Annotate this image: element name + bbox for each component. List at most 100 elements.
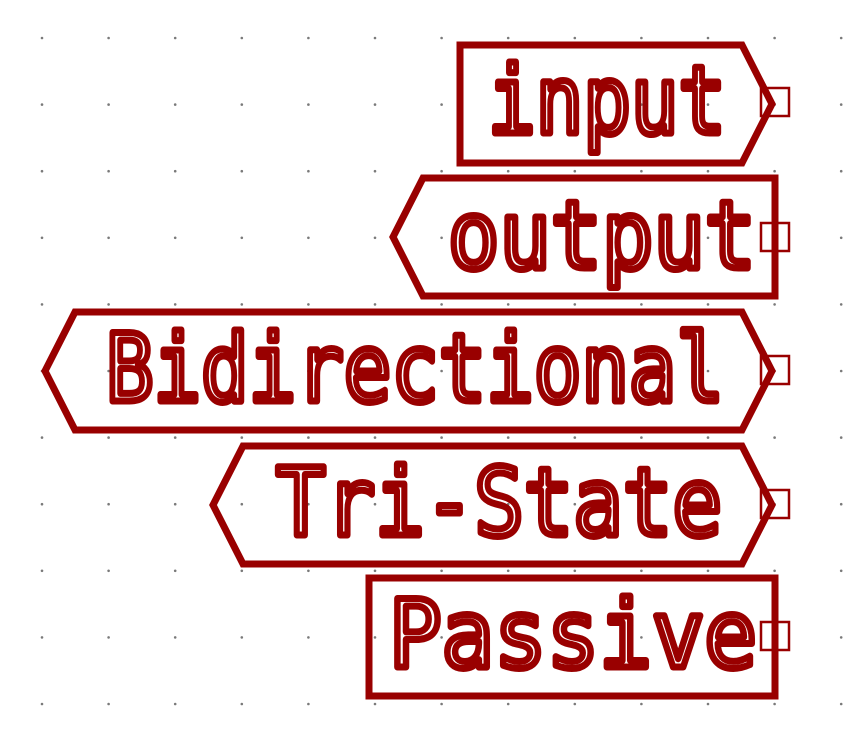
grid-dot bbox=[706, 702, 710, 706]
grid-dot bbox=[573, 436, 577, 439]
grid-dot bbox=[506, 502, 510, 506]
pin-connector-input[interactable] bbox=[759, 86, 791, 118]
pin-connector-output[interactable] bbox=[759, 221, 791, 253]
grid-dot bbox=[573, 236, 577, 240]
grid-dot bbox=[440, 369, 443, 373]
grid-dot bbox=[240, 502, 244, 506]
grid-dot bbox=[440, 236, 443, 240]
grid-dot bbox=[373, 36, 377, 40]
grid-dot bbox=[307, 36, 310, 40]
grid-dot bbox=[173, 303, 177, 306]
grid-dot bbox=[240, 103, 244, 106]
grid-dot bbox=[307, 502, 310, 506]
grid-dot bbox=[706, 436, 710, 439]
label-passive[interactable]: Passive bbox=[365, 574, 791, 700]
grid-dot bbox=[706, 36, 710, 40]
grid-dot bbox=[440, 502, 443, 506]
grid-dot bbox=[173, 36, 177, 40]
grid-dot bbox=[40, 303, 44, 306]
grid-dot bbox=[373, 103, 377, 106]
grid-dot bbox=[373, 436, 377, 439]
grid-dot bbox=[173, 502, 177, 506]
grid-dot bbox=[307, 103, 310, 106]
label-output-shape bbox=[389, 174, 779, 300]
grid-dot bbox=[40, 702, 44, 706]
label-input-shape bbox=[456, 41, 776, 167]
grid-dot bbox=[107, 236, 110, 240]
grid-dot bbox=[373, 303, 377, 306]
grid-dot bbox=[506, 702, 510, 706]
grid-dot bbox=[640, 569, 643, 573]
grid-dot bbox=[506, 169, 510, 173]
grid-dot bbox=[173, 636, 177, 639]
grid-dot bbox=[640, 636, 643, 639]
pin-connector-bidirectional[interactable] bbox=[759, 354, 791, 386]
grid-dot bbox=[506, 103, 510, 106]
grid-dot bbox=[107, 436, 110, 439]
grid-dot bbox=[573, 702, 577, 706]
grid-dot bbox=[573, 36, 577, 40]
grid-dot bbox=[107, 502, 110, 506]
grid-dot bbox=[440, 702, 443, 706]
grid-dot bbox=[506, 36, 510, 40]
grid-dot bbox=[640, 103, 643, 106]
grid-dot bbox=[839, 369, 843, 373]
grid-dot bbox=[773, 569, 776, 573]
label-output-text: output bbox=[448, 182, 756, 291]
pin-connector-tri-state[interactable] bbox=[759, 488, 791, 520]
grid-dot bbox=[307, 702, 310, 706]
grid-dot bbox=[573, 303, 577, 306]
grid-dot bbox=[373, 236, 377, 240]
grid-dot bbox=[839, 103, 843, 106]
grid-dot bbox=[40, 636, 44, 639]
grid-dot bbox=[107, 702, 110, 706]
grid-dot bbox=[173, 103, 177, 106]
grid-dot bbox=[40, 436, 44, 439]
grid-dot bbox=[307, 303, 310, 306]
pin-connector-passive[interactable] bbox=[759, 620, 791, 652]
grid-dot bbox=[240, 436, 244, 439]
grid-dot bbox=[839, 569, 843, 573]
grid-dot bbox=[573, 636, 577, 639]
grid-dot bbox=[706, 169, 710, 173]
label-tri-state-shape bbox=[209, 442, 776, 568]
grid-dot bbox=[40, 502, 44, 506]
label-passive-shape bbox=[365, 574, 779, 700]
label-input[interactable]: input bbox=[456, 41, 791, 167]
grid-dot bbox=[706, 236, 710, 240]
label-bidirectional-shape bbox=[41, 308, 776, 434]
grid-dot bbox=[373, 702, 377, 706]
grid-dot bbox=[40, 103, 44, 106]
grid-dot bbox=[240, 236, 244, 240]
grid-dot bbox=[706, 103, 710, 106]
grid-dot bbox=[173, 369, 177, 373]
grid-dot bbox=[307, 236, 310, 240]
grid-dot bbox=[640, 236, 643, 240]
grid-dot bbox=[373, 502, 377, 506]
grid-dot bbox=[640, 169, 643, 173]
grid-dot bbox=[640, 502, 643, 506]
label-bidirectional[interactable]: Bidirectional bbox=[41, 308, 791, 434]
grid-dot bbox=[640, 702, 643, 706]
grid-dot bbox=[40, 236, 44, 240]
grid-dot bbox=[839, 636, 843, 639]
grid-dot bbox=[640, 36, 643, 40]
grid-dot bbox=[240, 369, 244, 373]
label-output[interactable]: output bbox=[389, 174, 791, 300]
grid-dot bbox=[706, 369, 710, 373]
grid-dot bbox=[173, 436, 177, 439]
label-input-text: input bbox=[488, 47, 726, 156]
grid-dot bbox=[839, 502, 843, 506]
grid-dot bbox=[573, 103, 577, 106]
grid-dot bbox=[40, 169, 44, 173]
label-bidirectional-text: Bidirectional bbox=[106, 315, 724, 424]
grid-dot bbox=[573, 569, 577, 573]
grid-dot bbox=[440, 36, 443, 40]
grid-dot bbox=[506, 236, 510, 240]
grid-dot bbox=[440, 569, 443, 573]
label-tri-state[interactable]: Tri-State bbox=[209, 442, 791, 568]
label-passive-text: Passive bbox=[389, 581, 757, 690]
grid-dot bbox=[640, 303, 643, 306]
grid-dot bbox=[40, 36, 44, 40]
grid-dot bbox=[307, 169, 310, 173]
